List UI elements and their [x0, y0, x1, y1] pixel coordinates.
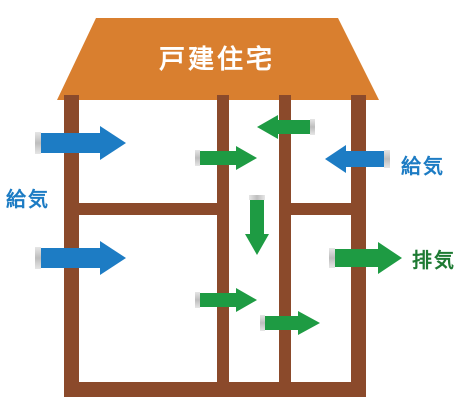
supply-arrow-left-top — [35, 126, 126, 160]
floor — [64, 382, 366, 397]
airflow-arrow-hall-to-room4 — [260, 311, 320, 335]
arrow-tail — [329, 248, 335, 268]
supply-label-right: 給気 — [401, 154, 445, 178]
airflow-arrow-hall-down — [245, 195, 269, 255]
arrow-tail — [195, 292, 200, 308]
green-arrow-icon — [200, 146, 257, 170]
house-frame — [64, 95, 366, 397]
green-arrow-icon — [257, 115, 310, 139]
exhaust-arrow — [329, 242, 402, 274]
supply-arrow-left-bottom — [35, 241, 126, 275]
arrow-tail — [260, 315, 265, 331]
roof-title: 戸建住宅 — [158, 45, 275, 75]
arrow-tail — [310, 119, 315, 135]
blue-arrow-icon — [325, 145, 384, 173]
green-arrow-icon — [265, 311, 320, 335]
interior-wall-2 — [279, 95, 291, 382]
right-floor-divider — [291, 203, 351, 215]
arrow-tail — [249, 195, 265, 200]
blue-arrow-icon — [41, 241, 126, 275]
green-arrow-icon — [335, 242, 402, 274]
right-wall — [351, 95, 366, 397]
exhaust-label: 排気 — [412, 248, 456, 272]
airflow-arrow-room3-to-hall — [195, 288, 257, 312]
arrow-tail — [35, 132, 41, 154]
left-wall — [64, 95, 79, 397]
airflow-arrow-hall-left — [257, 115, 315, 139]
roof — [57, 18, 379, 100]
arrow-tail — [384, 150, 390, 168]
blue-arrow-icon — [41, 126, 126, 160]
left-floor-divider — [79, 203, 224, 215]
green-arrow-icon — [200, 288, 257, 312]
airflow-arrow-room1-to-room2 — [195, 146, 257, 170]
arrow-tail — [35, 247, 41, 269]
green-arrow-icon — [245, 200, 269, 255]
supply-arrow-right — [325, 145, 390, 173]
arrow-tail — [195, 150, 200, 166]
interior-wall-1 — [217, 95, 229, 382]
supply-label-left: 給気 — [6, 187, 50, 211]
